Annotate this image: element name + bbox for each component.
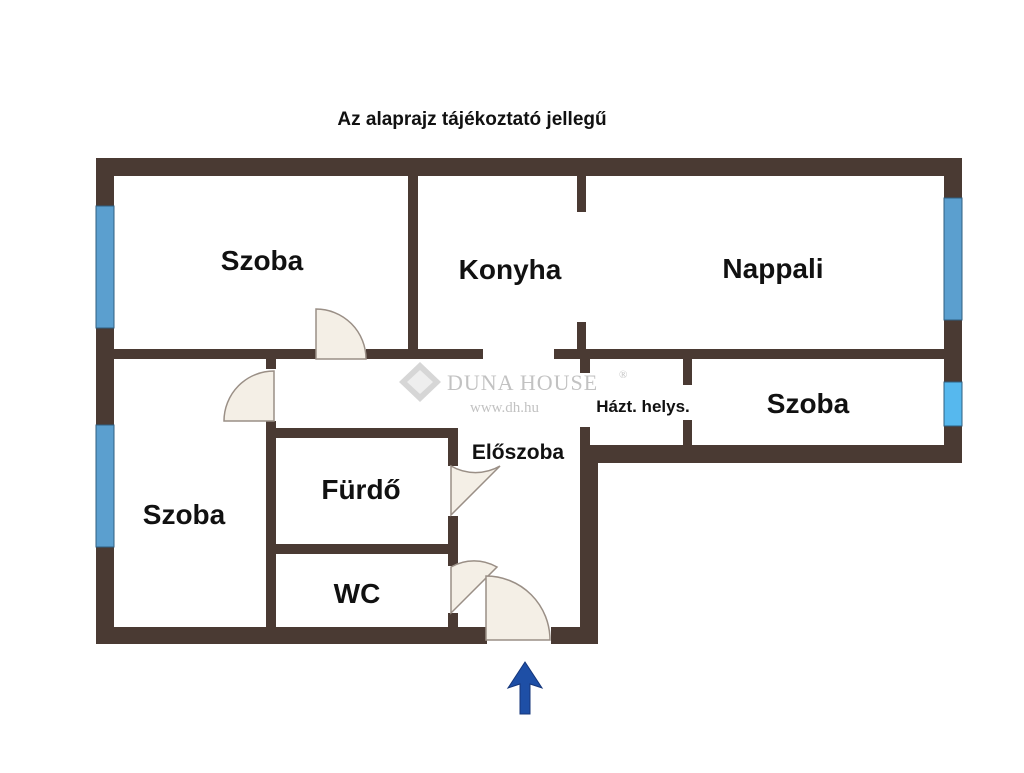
window-right-small bbox=[943, 381, 963, 427]
wall-kitchen-stub-bottom bbox=[577, 322, 586, 359]
watermark-url: www.dh.hu bbox=[470, 400, 540, 416]
wall-bath-bottom bbox=[266, 544, 458, 554]
up-arrow-icon bbox=[506, 661, 544, 715]
wall-storage-right-bottom bbox=[683, 420, 692, 445]
watermark-registered: ® bbox=[619, 369, 628, 381]
watermark: DUNA HOUSE ® www.dh.hu bbox=[399, 362, 628, 416]
watermark-brand: DUNA HOUSE bbox=[447, 370, 598, 395]
wall-mid-right bbox=[554, 349, 944, 359]
room-label-eloszoba: Előszoba bbox=[472, 441, 565, 464]
wall-storage-left bbox=[580, 359, 590, 373]
room-label-szoba-top: Szoba bbox=[221, 245, 304, 276]
wall-left-room-right bbox=[266, 359, 276, 369]
wall-wc-right-bottom bbox=[448, 613, 458, 627]
room-label-szoba-right: Szoba bbox=[767, 388, 850, 419]
wall-storage-left-low bbox=[580, 427, 590, 445]
room-label-nappali: Nappali bbox=[722, 253, 823, 284]
wall-mid-left bbox=[114, 349, 316, 359]
room-label-wc: WC bbox=[334, 578, 381, 609]
wall-left-room-right-lower bbox=[266, 421, 276, 627]
door-wc bbox=[450, 560, 499, 615]
room-label-szoba-left: Szoba bbox=[143, 499, 226, 530]
wall-top bbox=[96, 158, 962, 176]
window-right-top bbox=[943, 197, 963, 321]
wall-bottom-right bbox=[551, 627, 598, 644]
window-left-bottom bbox=[95, 424, 115, 548]
wall-mid-center bbox=[366, 349, 483, 359]
room-label-hazt-helys: Házt. helys. bbox=[596, 397, 690, 416]
room-label-furdo: Fürdő bbox=[321, 474, 400, 505]
wall-hall-right bbox=[580, 445, 598, 644]
doors bbox=[223, 308, 551, 641]
wall-storage-right-top bbox=[683, 359, 692, 385]
windows bbox=[95, 197, 963, 548]
door-szoba-left bbox=[223, 370, 275, 422]
door-furdo bbox=[450, 464, 501, 517]
room-label-konyha: Konyha bbox=[459, 254, 562, 285]
door-szoba-top bbox=[315, 308, 367, 360]
wall-bath-right-mid bbox=[448, 516, 458, 566]
window-left-top bbox=[95, 205, 115, 329]
wall-right-bottom bbox=[580, 445, 962, 463]
plan-title: Az alaprajz tájékoztató jellegű bbox=[337, 109, 606, 130]
wall-bath-top bbox=[266, 428, 458, 438]
wall-kitchen-stub-top bbox=[577, 176, 586, 212]
wall-bottom-left bbox=[96, 627, 487, 644]
door-entrance bbox=[485, 575, 551, 641]
diamond-logo-inner bbox=[407, 370, 433, 394]
wall-bath-right-top bbox=[448, 428, 458, 466]
wall-room-kitchen bbox=[408, 176, 418, 356]
